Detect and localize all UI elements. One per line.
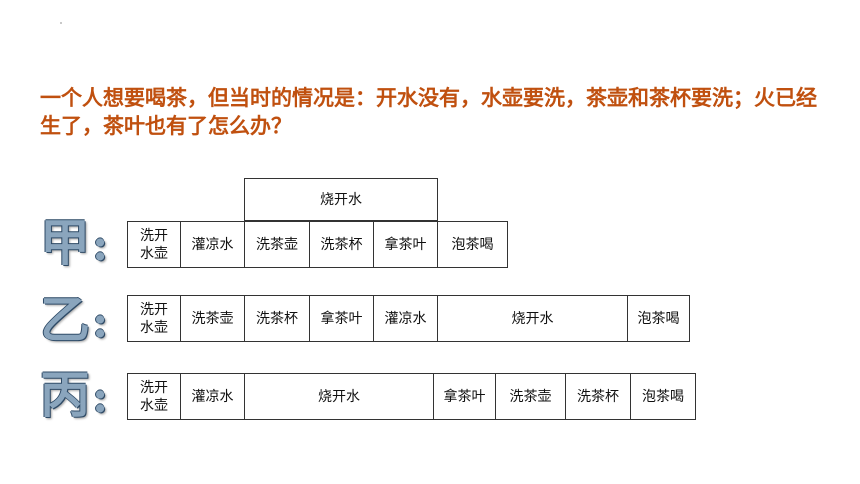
bing-cell-2: 灌凉水: [180, 373, 245, 420]
jia-cell-4: 洗茶杯: [309, 221, 374, 268]
jia-cell-2: 灌凉水: [180, 221, 245, 268]
bing-cell-5: 洗茶壶: [495, 373, 566, 420]
yi-cell-2: 洗茶壶: [180, 295, 245, 342]
bing-cell-3: 烧开水: [244, 373, 434, 420]
row-label-jia-colon: :: [92, 220, 109, 271]
yi-cell-6: 烧开水: [437, 295, 628, 342]
bing-cell-6: 洗茶杯: [565, 373, 631, 420]
yi-cell-1: 洗开水壶: [127, 295, 181, 342]
row-label-jia-char: 甲: [40, 213, 90, 272]
yi-cell-4: 拿茶叶: [309, 295, 374, 342]
row-label-bing-colon: :: [92, 372, 109, 423]
row-label-bing-char: 丙: [40, 365, 90, 424]
bing-cell-7: 泡茶喝: [630, 373, 696, 420]
row-label-jia: 甲:: [40, 216, 108, 273]
row-label-yi-colon: :: [92, 297, 109, 348]
yi-cell-7: 泡茶喝: [627, 295, 690, 342]
bing-cell-4: 拿茶叶: [433, 373, 496, 420]
jia-parallel-cell: 烧开水: [244, 178, 438, 221]
row-label-yi: 乙:: [40, 293, 108, 350]
yi-cell-5: 灌凉水: [373, 295, 438, 342]
jia-cell-3: 洗茶壶: [244, 221, 310, 268]
row-label-bing: 丙:: [40, 368, 108, 425]
jia-cell-1: 洗开水壶: [127, 221, 181, 268]
bing-cell-1: 洗开水壶: [127, 373, 181, 420]
jia-cell-5: 拿茶叶: [373, 221, 438, 268]
question-text: 一个人想要喝茶，但当时的情况是：开水没有，水壶要洗，茶壶和茶杯要洗；火已经生了，…: [40, 86, 817, 138]
row-label-yi-char: 乙: [40, 290, 90, 349]
decorative-dot: [60, 22, 62, 24]
jia-cell-6: 泡茶喝: [437, 221, 508, 268]
yi-cell-3: 洗茶杯: [244, 295, 310, 342]
